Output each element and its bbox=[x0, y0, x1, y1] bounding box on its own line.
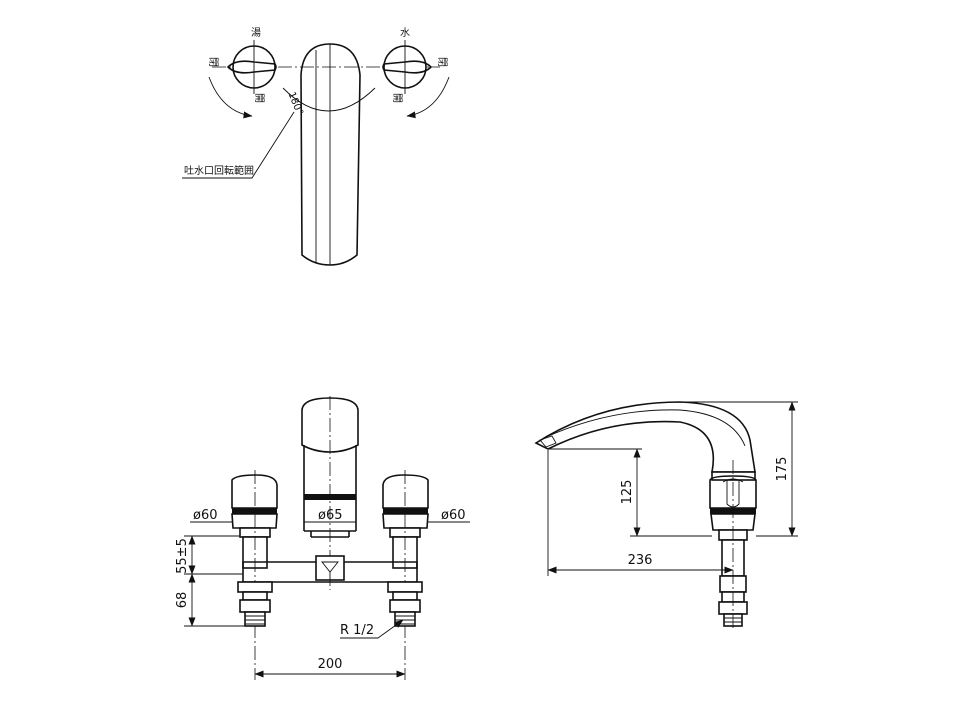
front-right-handle bbox=[382, 474, 429, 569]
spout-top bbox=[300, 43, 361, 266]
front-crossbar bbox=[237, 555, 423, 593]
side-view: 236 125 175 bbox=[534, 401, 798, 630]
width-label: 200 bbox=[318, 657, 343, 672]
dia-center-label: ø65 bbox=[318, 508, 343, 523]
hot-rotation-arrow bbox=[208, 76, 253, 119]
hot-open-label: 開 bbox=[253, 93, 265, 103]
front-left-union bbox=[239, 591, 271, 627]
cold-label: 水 bbox=[400, 27, 410, 39]
front-view: ø60 ø65 ø60 55±5 68 R 1/2 200 bbox=[175, 396, 470, 680]
top-view: 湯 閉 開 水 閉 開 180° 吐水口回転範囲 bbox=[182, 26, 450, 266]
spout-height-label: 125 bbox=[620, 480, 635, 505]
spout-reach-label: 236 bbox=[628, 553, 653, 568]
hot-close-label: 閉 bbox=[207, 57, 219, 67]
cold-rotation-arrow bbox=[406, 76, 450, 119]
cold-close-label: 閉 bbox=[436, 57, 448, 67]
hot-handle bbox=[226, 40, 277, 94]
spout-range-label: 吐水口回転範囲 bbox=[184, 164, 254, 177]
dia-left-label: ø60 bbox=[193, 508, 218, 523]
height-upper-label: 55±5 bbox=[175, 538, 190, 574]
side-spout bbox=[534, 401, 756, 473]
hot-label: 湯 bbox=[251, 26, 261, 39]
total-height-label: 175 bbox=[775, 457, 790, 482]
cold-open-label: 開 bbox=[391, 93, 403, 103]
cold-handle bbox=[382, 40, 433, 94]
pipe-thread-label: R 1/2 bbox=[340, 623, 374, 638]
spout-rotation-arc bbox=[282, 87, 376, 112]
height-lower-label: 68 bbox=[175, 592, 190, 609]
spout-range-leader bbox=[182, 111, 295, 179]
dia-right-label: ø60 bbox=[441, 508, 466, 523]
thread-leader bbox=[340, 619, 404, 639]
front-right-union bbox=[389, 591, 421, 627]
front-left-handle bbox=[231, 474, 278, 569]
